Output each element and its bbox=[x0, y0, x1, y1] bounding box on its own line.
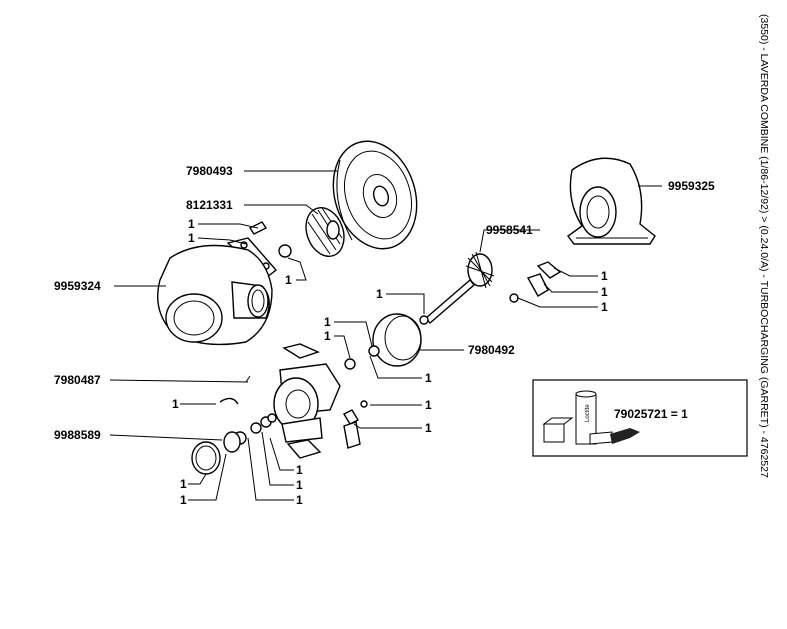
qty-label: 1 bbox=[296, 463, 303, 477]
qty-label: 1 bbox=[324, 315, 331, 329]
qty-label: 1 bbox=[601, 300, 608, 314]
compressor-housing-drawing bbox=[567, 157, 656, 245]
kit-tube-label: Loctite bbox=[585, 404, 591, 422]
label-9958541: 9958541 bbox=[486, 223, 533, 237]
seal-plate-drawing bbox=[344, 313, 429, 370]
qty-label: 1 bbox=[188, 231, 195, 245]
bearing-housing-drawing bbox=[233, 343, 341, 459]
qty-label: 1 bbox=[172, 397, 179, 411]
compressor-wheel-drawing bbox=[305, 207, 345, 257]
qty-label: 1 bbox=[285, 273, 292, 287]
qty-label: 1 bbox=[425, 421, 432, 435]
qty-label: 1 bbox=[180, 493, 187, 507]
qty-label: 1 bbox=[296, 493, 303, 507]
qty-label: 1 bbox=[188, 217, 195, 231]
side-title: (3550) - LAVERDA COMBINE (1/86-12/92) > … bbox=[758, 14, 770, 478]
kit-text: 79025721 = 1 bbox=[614, 407, 688, 421]
qty-label: 1 bbox=[425, 371, 432, 385]
qty-label: 1 bbox=[601, 269, 608, 283]
qty-label: 1 bbox=[296, 478, 303, 492]
seal-rings-drawing bbox=[191, 397, 241, 475]
shaft-wheel-drawing bbox=[425, 251, 495, 325]
retaining-clips-drawing bbox=[509, 261, 562, 303]
loctite-kit-box: Loctite 79025721 = 1 bbox=[532, 379, 748, 457]
label-8121331: 8121331 bbox=[186, 198, 233, 212]
label-9959325: 9959325 bbox=[668, 179, 715, 193]
label-7980487: 7980487 bbox=[54, 373, 101, 387]
qty-label: 1 bbox=[601, 285, 608, 299]
link-plates-drawing bbox=[245, 375, 368, 449]
turbine-housing-drawing bbox=[157, 244, 273, 346]
leader-lines bbox=[109, 170, 662, 501]
label-7980492: 7980492 bbox=[468, 343, 515, 357]
backplate-disc-drawing bbox=[332, 140, 418, 250]
qty-label: 1 bbox=[180, 477, 187, 491]
qty-label: 1 bbox=[376, 287, 383, 301]
qty-label: 1 bbox=[324, 329, 331, 343]
label-7980493: 7980493 bbox=[186, 164, 233, 178]
label-9959324: 9959324 bbox=[54, 279, 101, 293]
label-9988589: 9988589 bbox=[54, 428, 101, 442]
qty-label: 1 bbox=[425, 398, 432, 412]
